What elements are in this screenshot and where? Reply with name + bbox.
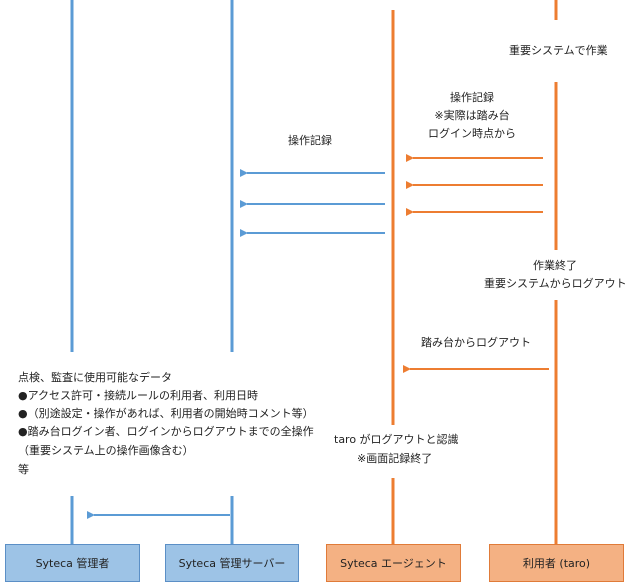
- actor-label-server: Syteca 管理サーバー: [178, 557, 286, 570]
- label-op-record-agent: 操作記録: [288, 134, 332, 147]
- label-op-record-user-2: ※実際は踏み台: [434, 109, 510, 122]
- label-work-end-2: 重要システムからログアウト: [484, 277, 627, 290]
- actor-box-server: Syteca 管理サーバー: [165, 544, 299, 582]
- actor-label-agent: Syteca エージェント: [340, 557, 447, 570]
- audit-note-heading: 点検、監査に使用可能なデータ: [18, 371, 172, 384]
- audit-note-item-comment: ●（別途設定・操作があれば、利用者の開始時コメント等）: [18, 407, 314, 420]
- label-agent-logout-1: taro がログアウトと認識: [334, 433, 459, 446]
- actor-label-admin: Syteca 管理者: [35, 557, 110, 570]
- label-user-work: 重要システムで作業: [509, 44, 608, 57]
- audit-note-item-operations: ●踏み台ログイン者、ログインからログアウトまでの全操作: [18, 425, 314, 438]
- actor-label-user: 利用者 (taro): [522, 557, 591, 570]
- audit-note-etc: 等: [18, 463, 29, 476]
- label-op-record-user-1: 操作記録: [450, 91, 494, 104]
- actor-box-agent: Syteca エージェント: [326, 544, 461, 582]
- label-bastion-logout: 踏み台からログアウト: [421, 336, 531, 349]
- label-agent-logout-2: ※画面記録終了: [357, 452, 433, 465]
- label-op-record-user-3: ログイン時点から: [428, 127, 516, 140]
- actor-box-admin: Syteca 管理者: [5, 544, 140, 582]
- label-work-end-1: 作業終了: [533, 259, 577, 272]
- audit-note-item-access: ●アクセス許可・接続ルールの利用者、利用日時: [18, 389, 259, 402]
- actor-box-user: 利用者 (taro): [489, 544, 624, 582]
- audit-note-item-images: （重要システム上の操作画像含む）: [18, 444, 194, 457]
